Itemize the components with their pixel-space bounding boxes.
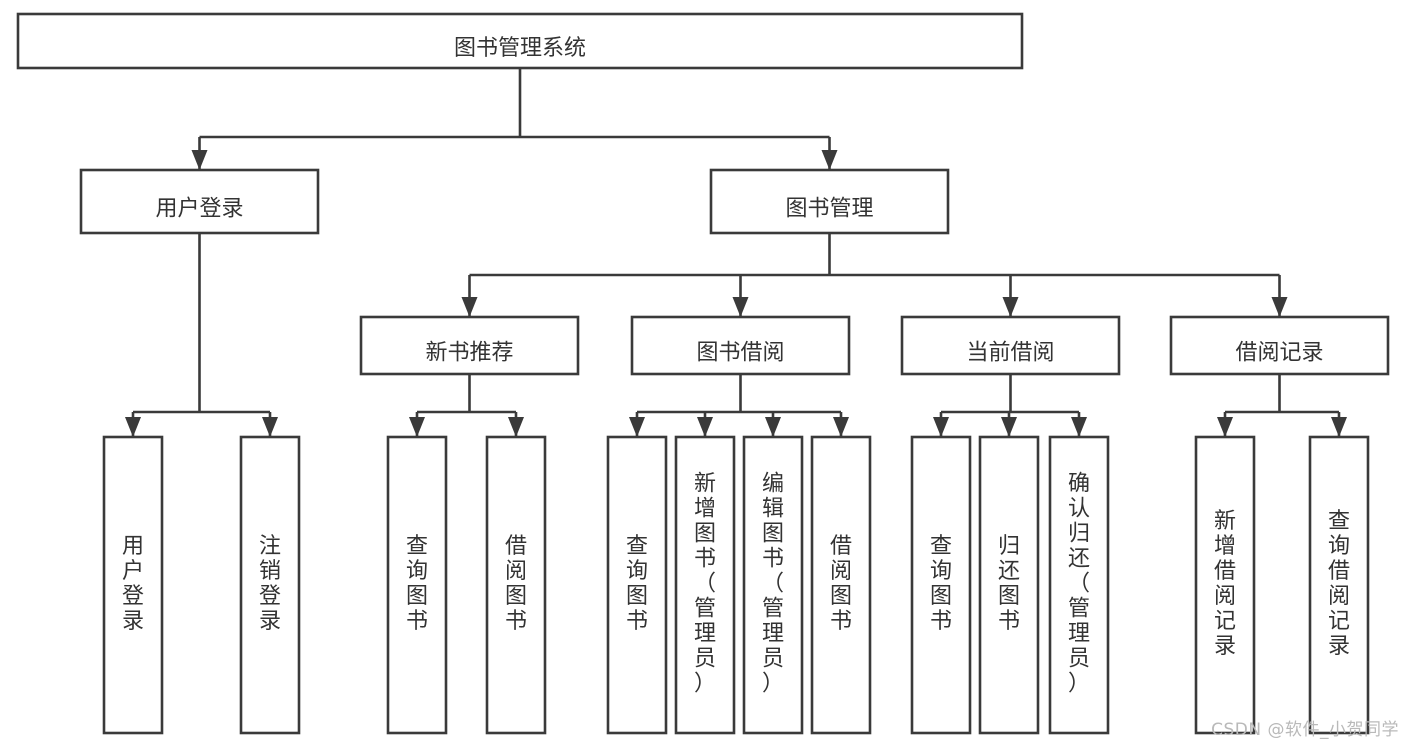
node-leaf-query-book-1-box[interactable] xyxy=(386,435,448,735)
node-leaf-add-book[interactable]: 新增图书（管理员） xyxy=(674,435,736,735)
node-leaf-borrow-book-1-label: 借阅图书 xyxy=(505,534,527,634)
arrow-head-icon xyxy=(821,150,838,170)
arrow-head-icon xyxy=(508,417,524,437)
node-current-borrow-box[interactable] xyxy=(900,315,1121,376)
node-leaf-query-book-3-label: 查询图书 xyxy=(930,534,952,634)
arrow-head-icon xyxy=(732,297,749,317)
node-leaf-borrow-book-1-box[interactable] xyxy=(485,435,547,735)
node-leaf-query-borrow-record-label: 查询借阅记录 xyxy=(1328,509,1350,659)
node-book-borrow-box[interactable] xyxy=(630,315,851,376)
node-book-borrow[interactable]: 图书借阅 xyxy=(630,315,851,376)
node-leaf-user-logout[interactable]: 注销登录 xyxy=(239,435,301,735)
node-book-manage-label: 图书管理 xyxy=(785,197,873,222)
node-new-book-recommend-box[interactable] xyxy=(359,315,580,376)
node-leaf-query-borrow-record[interactable]: 查询借阅记录 xyxy=(1308,435,1370,735)
node-leaf-user-logout-box[interactable] xyxy=(239,435,301,735)
arrow-head-icon xyxy=(1071,417,1087,437)
node-leaf-edit-book-box[interactable] xyxy=(742,435,804,735)
node-leaf-return-book-label: 归还图书 xyxy=(998,534,1020,634)
node-leaf-query-book-3-box[interactable] xyxy=(910,435,972,735)
node-borrow-record-label: 借阅记录 xyxy=(1235,341,1323,366)
node-leaf-add-borrow-record-box[interactable] xyxy=(1194,435,1256,735)
node-leaf-borrow-book-2-box[interactable] xyxy=(810,435,872,735)
node-leaf-user-login[interactable]: 用户登录 xyxy=(102,435,164,735)
node-leaf-user-login-box[interactable] xyxy=(102,435,164,735)
node-current-borrow[interactable]: 当前借阅 xyxy=(900,315,1121,376)
node-leaf-query-book-3[interactable]: 查询图书 xyxy=(910,435,972,735)
node-user-login-label: 用户登录 xyxy=(155,197,243,222)
node-leaf-return-book[interactable]: 归还图书 xyxy=(978,435,1040,735)
node-user-login-box[interactable] xyxy=(79,168,320,235)
arrow-head-icon xyxy=(629,417,645,437)
node-leaf-add-borrow-record-label: 新增借阅记录 xyxy=(1214,509,1236,659)
node-leaf-confirm-return-box[interactable] xyxy=(1048,435,1110,735)
arrow-head-icon xyxy=(697,417,713,437)
arrow-head-icon xyxy=(833,417,849,437)
node-root-label: 图书管理系统 xyxy=(454,36,586,61)
arrow-head-icon xyxy=(409,417,425,437)
node-borrow-record-box[interactable] xyxy=(1169,315,1390,376)
node-leaf-query-borrow-record-box[interactable] xyxy=(1308,435,1370,735)
node-leaf-borrow-book-2[interactable]: 借阅图书 xyxy=(810,435,872,735)
node-current-borrow-label: 当前借阅 xyxy=(966,341,1054,366)
node-leaf-query-book-1[interactable]: 查询图书 xyxy=(386,435,448,735)
arrow-head-icon xyxy=(1002,297,1019,317)
node-leaf-borrow-book-1[interactable]: 借阅图书 xyxy=(485,435,547,735)
node-root[interactable]: 图书管理系统 xyxy=(16,12,1024,70)
node-leaf-add-book-label: 新增图书（管理员） xyxy=(694,472,716,697)
node-leaf-user-login-label: 用户登录 xyxy=(122,534,144,634)
arrow-head-icon xyxy=(1331,417,1347,437)
arrow-head-icon xyxy=(461,297,478,317)
node-user-login[interactable]: 用户登录 xyxy=(79,168,320,235)
node-new-book-recommend[interactable]: 新书推荐 xyxy=(359,315,580,376)
node-leaf-query-book-2-box[interactable] xyxy=(606,435,668,735)
arrow-head-icon xyxy=(1271,297,1288,317)
node-leaf-query-book-2[interactable]: 查询图书 xyxy=(606,435,668,735)
arrow-head-icon xyxy=(125,417,141,437)
node-leaf-edit-book-label: 编辑图书（管理员） xyxy=(762,472,784,697)
node-root-box[interactable] xyxy=(16,12,1024,70)
node-new-book-recommend-label: 新书推荐 xyxy=(425,341,513,366)
node-leaf-user-logout-label: 注销登录 xyxy=(259,534,281,634)
node-book-manage-box[interactable] xyxy=(709,168,950,235)
node-leaf-add-borrow-record[interactable]: 新增借阅记录 xyxy=(1194,435,1256,735)
nodes-layer: 图书管理系统用户登录图书管理新书推荐图书借阅当前借阅借阅记录用户登录注销登录查询… xyxy=(16,12,1390,735)
node-book-borrow-label: 图书借阅 xyxy=(696,341,784,366)
node-leaf-query-book-2-label: 查询图书 xyxy=(626,534,648,634)
arrow-head-icon xyxy=(1217,417,1233,437)
node-leaf-borrow-book-2-label: 借阅图书 xyxy=(830,534,852,634)
node-leaf-confirm-return-label: 确认归还（管理员） xyxy=(1068,472,1090,697)
node-book-manage[interactable]: 图书管理 xyxy=(709,168,950,235)
node-leaf-query-book-1-label: 查询图书 xyxy=(406,534,428,634)
arrow-head-icon xyxy=(1001,417,1017,437)
node-leaf-confirm-return[interactable]: 确认归还（管理员） xyxy=(1048,435,1110,735)
arrow-head-icon xyxy=(191,150,208,170)
node-leaf-add-book-box[interactable] xyxy=(674,435,736,735)
arrow-head-icon xyxy=(262,417,278,437)
node-leaf-return-book-box[interactable] xyxy=(978,435,1040,735)
arrow-head-icon xyxy=(933,417,949,437)
watermark-label: CSDN @软件_小贺同学 xyxy=(1211,720,1399,740)
arrow-head-icon xyxy=(765,417,781,437)
node-borrow-record[interactable]: 借阅记录 xyxy=(1169,315,1390,376)
node-leaf-edit-book[interactable]: 编辑图书（管理员） xyxy=(742,435,804,735)
edges-layer xyxy=(125,68,1347,437)
